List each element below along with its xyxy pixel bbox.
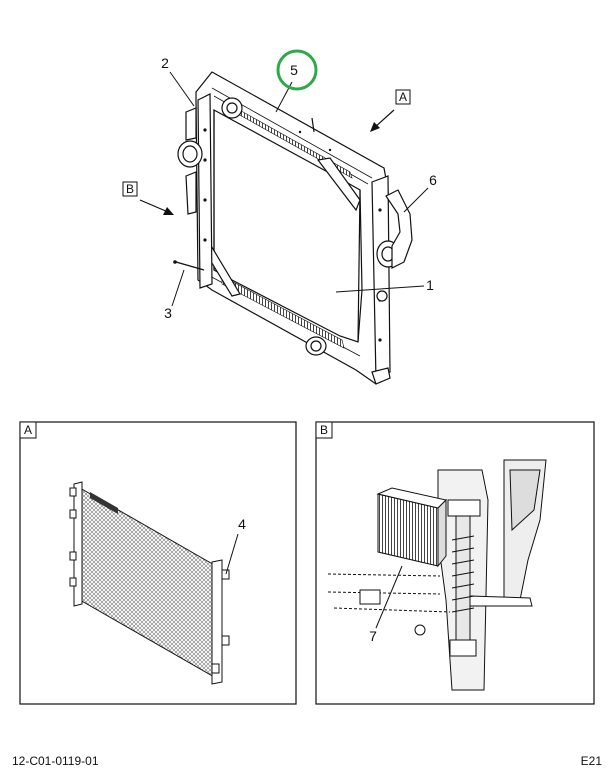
oil-cooler: [376, 487, 447, 568]
view-tag-a-text: A: [399, 90, 407, 104]
condenser-core: [69, 481, 230, 685]
callout-6[interactable]: 6: [429, 172, 437, 188]
hose-fitting-upper-left: [177, 140, 203, 168]
hose-fitting-bottom: [305, 336, 327, 356]
view-tag-b: B: [122, 181, 138, 197]
detail-view-a: A 4: [19, 421, 297, 705]
leader-4: [225, 533, 239, 575]
leader-7: [375, 565, 403, 629]
page-code: E21: [580, 754, 602, 768]
highlight-circle: [276, 49, 318, 91]
callout-1[interactable]: 1: [426, 277, 434, 293]
detail-b-tag-text: B: [320, 423, 328, 437]
hose-fitting-top: [221, 97, 243, 119]
view-tag-a: A: [395, 89, 411, 105]
view-arrow-b: [139, 199, 174, 215]
view-tag-b-text: B: [126, 182, 134, 196]
detail-a-tag-text: A: [24, 423, 32, 437]
view-arrow-a: [370, 109, 395, 132]
radiator-frame-assembly: [173, 71, 413, 385]
callout-2[interactable]: 2: [161, 55, 169, 71]
callout-7[interactable]: 7: [369, 628, 377, 644]
callout-5[interactable]: 5: [290, 62, 298, 78]
callout-3[interactable]: 3: [164, 305, 172, 321]
drawing-id: 12-C01-0119-01: [12, 754, 99, 768]
detail-view-b: B: [315, 421, 595, 705]
callout-4[interactable]: 4: [238, 516, 246, 532]
spring-assembly: [447, 499, 481, 657]
